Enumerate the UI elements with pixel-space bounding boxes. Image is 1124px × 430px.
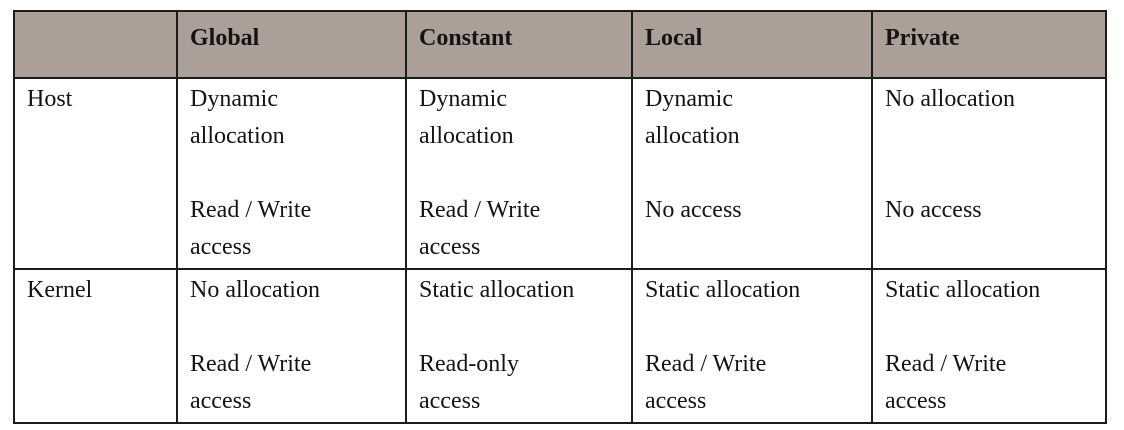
cell-kernel-local: Static allocation Read / Write access (631, 268, 873, 424)
access-text: No access (645, 197, 742, 223)
corner-cell (13, 10, 178, 79)
allocation-text: Dynamic allocation (419, 86, 514, 149)
cell-host-global: Dynamic allocation Read / Write access (176, 77, 407, 270)
cell-kernel-constant: Static allocation Read-only access (405, 268, 633, 424)
access-text: Read / Write access (190, 351, 312, 414)
column-header-private: Private (871, 10, 1107, 79)
allocation-text: Static allocation (885, 277, 1041, 303)
column-header-local: Local (631, 10, 873, 79)
table-row-host: Host Dynamic allocation Read / Write acc… (13, 77, 1107, 270)
access-text: Read / Write access (419, 197, 541, 260)
access-text: Read / Write access (645, 351, 767, 414)
column-header-global: Global (176, 10, 407, 79)
column-header-constant: Constant (405, 10, 633, 79)
access-text: Read-only access (419, 351, 519, 414)
allocation-text: Dynamic allocation (645, 86, 740, 149)
row-header-kernel: Kernel (13, 268, 178, 424)
cell-host-local: Dynamic allocation No access (631, 77, 873, 270)
cell-host-private: No allocation No access (871, 77, 1107, 270)
row-header-host: Host (13, 77, 178, 270)
table-row-kernel: Kernel No allocation Read / Write access… (13, 268, 1107, 424)
cell-kernel-global: No allocation Read / Write access (176, 268, 407, 424)
cell-kernel-private: Static allocation Read / Write access (871, 268, 1107, 424)
allocation-text: Dynamic allocation (190, 86, 285, 149)
memory-allocation-table: Global Constant Local Private Host Dynam… (13, 10, 1107, 424)
allocation-text: Static allocation (645, 277, 801, 303)
access-text: Read / Write access (885, 351, 1007, 414)
table-header-row: Global Constant Local Private (13, 10, 1107, 79)
allocation-text: Static allocation (419, 277, 575, 303)
access-text: Read / Write access (190, 197, 312, 260)
access-text: No access (885, 197, 982, 223)
allocation-text: No allocation (885, 86, 1015, 112)
allocation-text: No allocation (190, 277, 320, 303)
cell-host-constant: Dynamic allocation Read / Write access (405, 77, 633, 270)
